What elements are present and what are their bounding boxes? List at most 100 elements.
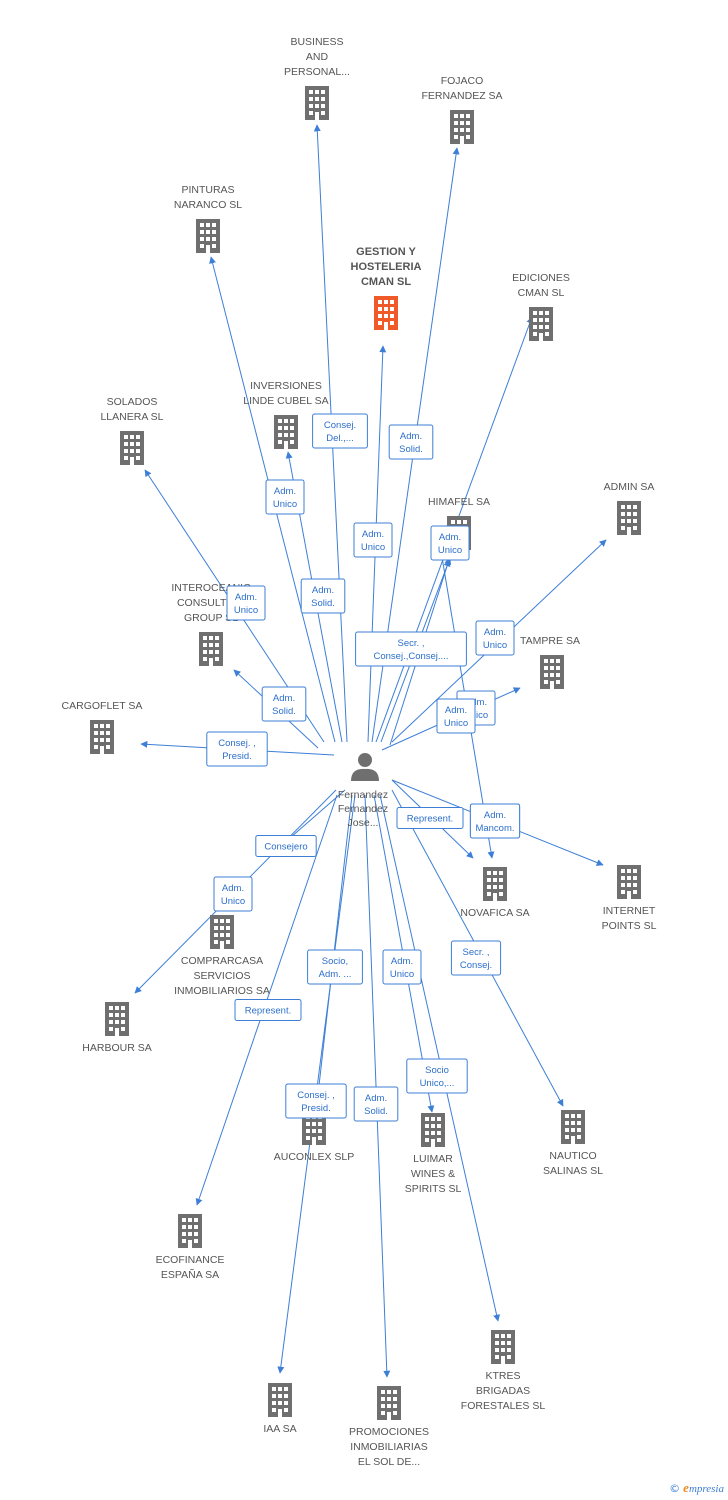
relation-label-text: Secr. , [463, 947, 490, 958]
company-label: TAMPRE SA [520, 635, 580, 647]
relation-label-business[interactable]: Consej.Del.,... [312, 413, 368, 449]
relation-label-box [307, 949, 363, 985]
relation-label-box [406, 1058, 468, 1094]
relation-label-text: Consej. , [218, 738, 256, 749]
company-node-tampre[interactable]: TAMPRE SA [520, 635, 580, 689]
building-icon [274, 415, 298, 449]
relation-label-box [396, 807, 464, 829]
company-label: CMAN SL [518, 287, 565, 299]
building-icon [178, 1214, 202, 1248]
relation-label-harbour[interactable]: Adm.Unico [213, 876, 253, 912]
relation-label-text: Presid. [301, 1103, 331, 1114]
relation-label-pinturas[interactable]: Adm.Unico [265, 479, 305, 515]
person-node[interactable]: FernandezFernandezJose... [338, 753, 388, 829]
company-node-himafel[interactable]: HIMAFEL SA [428, 496, 490, 550]
edge-promociones [364, 794, 391, 1378]
company-label: AND [306, 51, 329, 63]
relation-label-auconlex[interactable]: Socio,Adm. ... [307, 949, 363, 985]
relation-label-box [300, 578, 346, 614]
building-icon [210, 915, 234, 949]
company-label: ECOFINANCE [156, 1254, 225, 1266]
company-label: SERVICIOS [194, 970, 251, 982]
relation-label-box [469, 803, 521, 839]
relation-label-box [355, 631, 467, 667]
relation-label-iaa[interactable]: Consej. ,Presid. [285, 1083, 347, 1119]
relation-label-text: Unico [464, 710, 488, 721]
relation-label-text: Solid. [272, 706, 296, 717]
relation-label-novafica[interactable]: Represent. [396, 807, 464, 829]
relation-label-admin[interactable]: Adm.Unico [475, 620, 515, 656]
relation-label-solados[interactable]: Adm.Unico [226, 585, 266, 621]
company-label: LUIMAR [413, 1153, 453, 1165]
building-icon [120, 431, 144, 465]
company-node-iaa[interactable]: IAA SA [263, 1383, 297, 1435]
company-label: PERSONAL... [284, 66, 350, 78]
relation-label-fojaco[interactable]: Adm.Solid. [388, 424, 434, 460]
relation-label-text: Adm. [273, 693, 295, 704]
building-icon [421, 1113, 445, 1147]
building-icon [374, 296, 398, 330]
relation-label-luimar[interactable]: Adm.Unico [382, 949, 422, 985]
relation-label-box [382, 949, 422, 985]
company-node-harbour[interactable]: HARBOUR SA [82, 1002, 152, 1054]
relation-label-text: Adm. [365, 1093, 387, 1104]
relation-label-box [353, 522, 393, 558]
relation-label-cargoflet[interactable]: Consej. ,Presid. [206, 731, 268, 767]
relation-label-text: Consej. [460, 960, 492, 971]
relation-label-ediciones[interactable]: Adm.Unico [430, 525, 470, 561]
relation-label-text: Adm. [445, 705, 467, 716]
building-icon [561, 1110, 585, 1144]
relation-label-text: Mancom. [475, 823, 514, 834]
relation-label-ktres[interactable]: SocioUnico,... [406, 1058, 468, 1094]
relation-label-ecofinance[interactable]: Represent. [234, 999, 302, 1021]
company-label: POINTS SL [602, 920, 657, 932]
relation-label-nautico[interactable]: Secr. , Consej. [450, 940, 502, 976]
company-label: EDICIONES [512, 272, 570, 284]
relation-label-box [450, 940, 502, 976]
building-icon [105, 1002, 129, 1036]
building-icon [491, 1330, 515, 1364]
company-node-business[interactable]: BUSINESSANDPERSONAL... [284, 36, 350, 120]
relation-label-gestion[interactable]: Adm.Unico [353, 522, 393, 558]
company-node-novafica[interactable]: NOVAFICA SA [460, 867, 530, 919]
relation-label-text: Solid. [399, 444, 423, 455]
copyright-symbol: © [669, 1482, 681, 1495]
relation-label-promociones[interactable]: Adm.Solid. [353, 1086, 399, 1122]
company-node-cargoflet[interactable]: CARGOFLET SA [62, 700, 143, 754]
company-label: ADMIN SA [604, 481, 655, 493]
relation-label-tampre[interactable]: Adm.Unico [436, 698, 476, 734]
relation-label-comprarcasa[interactable]: Consejero [255, 835, 317, 857]
company-label: INVERSIONES [250, 380, 322, 392]
relation-label-text: Unico [221, 896, 245, 907]
relation-label-himafel[interactable]: Secr. ,Consej.,Consej.... [355, 631, 467, 667]
company-label: CARGOFLET SA [62, 700, 143, 712]
building-icon [196, 219, 220, 253]
company-node-ediciones[interactable]: EDICIONES CMAN SL [512, 272, 570, 341]
person-label: Fernandez [338, 789, 388, 801]
company-label: NAUTICO [549, 1150, 596, 1162]
company-label: FERNANDEZ SA [421, 90, 502, 102]
company-node-admin[interactable]: ADMIN SA [604, 481, 655, 535]
relation-label-inversiones[interactable]: Adm.Solid. [300, 578, 346, 614]
relation-label-internet[interactable]: Adm.Mancom. [469, 803, 521, 839]
company-node-auconlex[interactable]: AUCONLEX SLP [274, 1111, 355, 1163]
company-label: SOLADOS [107, 396, 158, 408]
edge-labels-layer: Consej.Del.,...Adm.Solid.Adm.UnicoAdm.Un… [206, 413, 521, 1122]
company-label: GROUP SL [184, 612, 238, 624]
company-label: INMOBILIARIOS SA [174, 985, 270, 997]
relation-label-box [312, 413, 368, 449]
relation-label-interoceanic[interactable]: Adm. Solid. [261, 686, 307, 722]
